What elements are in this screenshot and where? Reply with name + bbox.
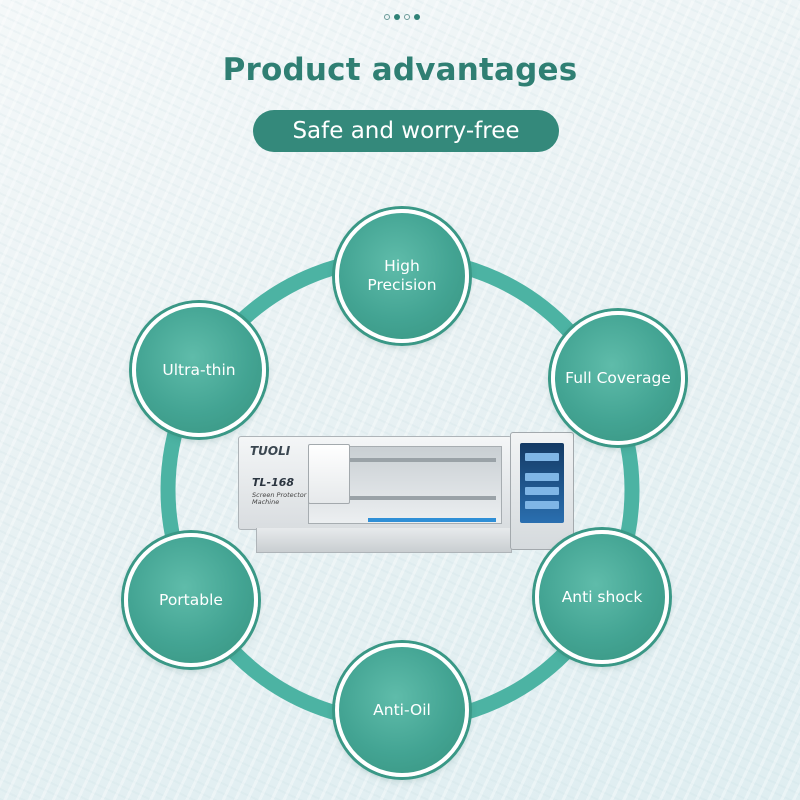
pagination-dot-4[interactable] [414, 14, 420, 20]
machine-description-label: Screen Protector Machine [252, 491, 307, 507]
feature-label: Full Coverage [565, 368, 671, 387]
machine-touchscreen [520, 443, 564, 523]
feature-label: Ultra-thin [162, 360, 236, 379]
feature-circle-high-precision: High Precision [335, 209, 469, 343]
feature-circle-ultra-thin: Ultra-thin [132, 303, 266, 437]
feature-circle-anti-oil: Anti-Oil [335, 643, 469, 777]
screen-button [525, 453, 559, 461]
screen-button [525, 501, 559, 509]
screen-button [525, 473, 559, 481]
feature-label: Anti-Oil [373, 700, 431, 719]
feature-circle-anti-shock: Anti shock [535, 530, 669, 664]
feature-label: Portable [159, 590, 223, 609]
machine-rail [312, 458, 496, 462]
feature-label: Anti shock [561, 587, 643, 606]
feature-circle-full-coverage: Full Coverage [551, 311, 685, 445]
page-title: Product advantages [222, 52, 578, 88]
feature-label: High Precision [367, 257, 437, 294]
machine-base [256, 528, 512, 553]
machine-brand-logo: TUOLI [250, 444, 291, 458]
screen-button [525, 487, 559, 495]
pagination-dot-1[interactable] [384, 14, 390, 20]
pagination-dot-2[interactable] [394, 14, 400, 20]
product-image-cutting-machine: TUOLI TL-168 Screen Protector Machine [238, 430, 576, 554]
pagination-dot-3[interactable] [404, 14, 410, 20]
machine-model-label: TL-168 [252, 476, 295, 489]
machine-blue-strip [368, 518, 496, 522]
pagination-dots [384, 14, 420, 20]
feature-circle-portable: Portable [124, 533, 258, 667]
machine-screen-housing [510, 432, 574, 550]
subtitle-badge: Safe and worry-free [253, 110, 559, 152]
machine-cutting-head [308, 444, 350, 504]
machine-rail [312, 496, 496, 500]
